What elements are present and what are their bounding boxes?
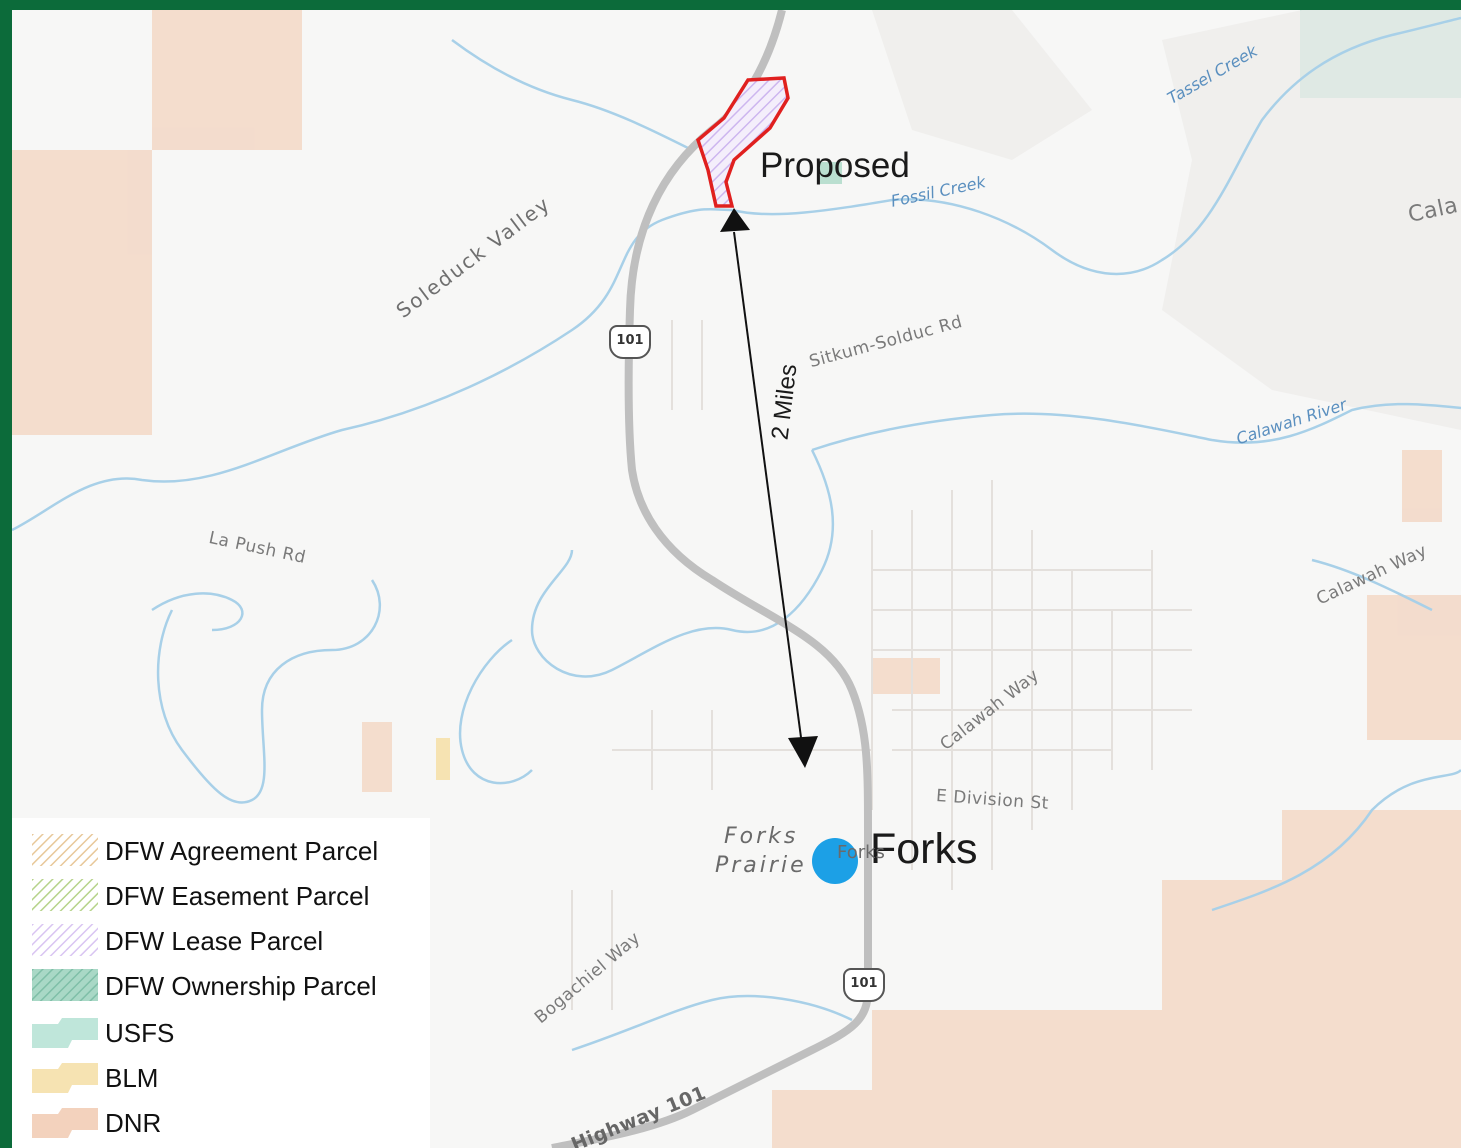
ownership-hatch-swatch — [32, 969, 98, 1001]
dnr-parcels — [12, 10, 1461, 1148]
legend-label: USFS — [105, 1018, 175, 1048]
legend-label: DFW Agreement Parcel — [105, 836, 379, 866]
lease-hatch-swatch — [32, 924, 98, 956]
terrain-shading — [872, 10, 1461, 430]
legend-label: DFW Ownership Parcel — [105, 971, 377, 1001]
easement-hatch-swatch — [32, 879, 98, 911]
proposed-parcel[interactable] — [695, 76, 790, 208]
forks-prairie-line2: Prairie — [715, 853, 807, 878]
rivers — [12, 16, 1461, 1052]
forks-town-dot[interactable] — [812, 838, 858, 884]
map-graphics — [12, 10, 1461, 1148]
distance-arrow-line — [733, 231, 803, 746]
proposed-label: Proposed — [760, 146, 910, 185]
forks-label: Forks — [870, 825, 978, 873]
legend-label: DNR — [105, 1108, 162, 1138]
dnr-fill-swatch — [32, 1108, 98, 1138]
us-101-shield-north: 101 — [609, 325, 651, 359]
small-ownership-parcel — [820, 162, 842, 184]
legend-label: BLM — [105, 1063, 159, 1093]
map-legend: DFW Agreement Parcel DFW Easement Parcel… — [12, 818, 430, 1148]
distance-arrow-head-north — [720, 208, 750, 232]
usfs-fill-swatch — [32, 1018, 98, 1048]
street-grid — [571, 320, 1192, 1010]
distance-arrow-head-south — [788, 736, 818, 768]
agreement-hatch-swatch — [32, 834, 98, 866]
legend-label: DFW Lease Parcel — [105, 926, 324, 956]
blm-parcel — [436, 738, 450, 780]
blm-fill-swatch — [32, 1063, 98, 1093]
forks-small-label: Forks — [837, 842, 885, 863]
forks-prairie-line1: Forks — [724, 824, 799, 849]
highway-101-line — [551, 10, 873, 1148]
us-101-shield-south: 101 — [843, 968, 885, 1002]
legend-label: DFW Easement Parcel — [105, 881, 370, 911]
